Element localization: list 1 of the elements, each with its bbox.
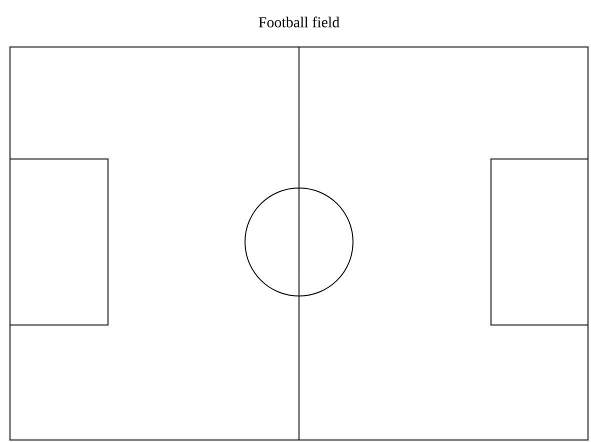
title: Football field bbox=[258, 16, 340, 28]
